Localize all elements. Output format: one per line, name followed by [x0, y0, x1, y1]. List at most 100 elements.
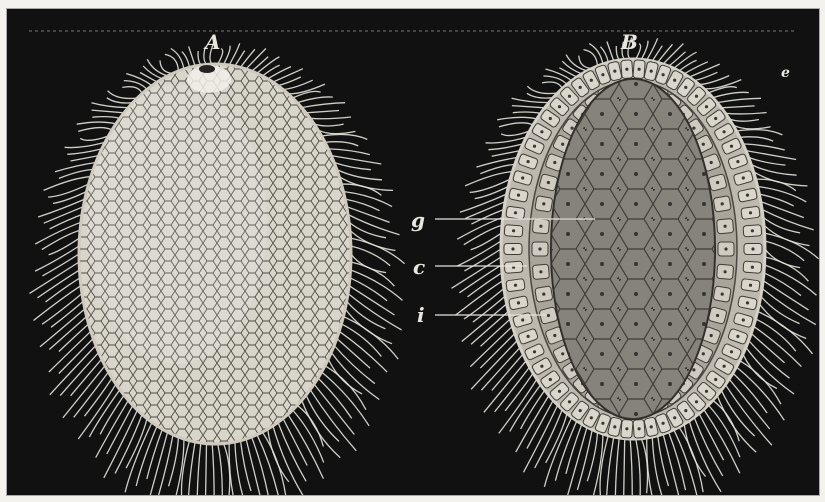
cell-nucleus: [561, 352, 564, 355]
cilium: [462, 304, 507, 342]
cilium: [78, 128, 112, 132]
cilium: [465, 172, 512, 186]
cilium: [527, 86, 557, 93]
cell-nucleus: [705, 105, 708, 108]
cell-nucleus: [579, 409, 582, 412]
cell-nucleus: [601, 422, 604, 425]
cilium: [512, 106, 545, 108]
cilium: [165, 54, 179, 71]
cilium: [71, 156, 99, 161]
cilium: [325, 142, 358, 146]
cilium: [67, 149, 101, 154]
cilium: [59, 339, 93, 374]
cilium: [736, 130, 782, 135]
cilium: [34, 286, 81, 321]
panel-label-a: A: [203, 30, 221, 54]
cell-nucleus: [558, 390, 561, 393]
cilium: [499, 123, 533, 127]
cell-nucleus: [553, 334, 556, 337]
cilium: [334, 163, 371, 170]
cilium: [663, 44, 683, 64]
cell-nucleus: [650, 425, 653, 428]
cell-nucleus: [730, 145, 733, 148]
cilium: [140, 73, 157, 83]
cilium: [328, 359, 362, 394]
cilium: [466, 202, 506, 219]
cilium: [268, 429, 289, 482]
annotation-label-e: e: [781, 65, 790, 81]
cell-nucleus: [702, 143, 705, 146]
cell-nucleus: [714, 117, 717, 120]
cell-nucleus: [650, 70, 653, 73]
larva-b-section: [501, 59, 765, 439]
cilium: [314, 124, 344, 126]
cilium: [77, 122, 116, 124]
cell-nucleus: [746, 301, 749, 304]
cilium: [125, 422, 152, 492]
cell-nucleus: [702, 352, 705, 355]
cell-nucleus: [540, 130, 543, 133]
cell-nucleus: [710, 334, 713, 337]
cilium: [147, 59, 167, 76]
cilium: [729, 119, 759, 121]
cilium: [268, 67, 291, 79]
cilium: [615, 438, 619, 496]
cilium: [197, 443, 201, 496]
cell-nucleus: [662, 422, 665, 425]
cell-nucleus: [521, 176, 524, 179]
cell-nucleus: [601, 73, 604, 76]
cell-nucleus: [549, 378, 552, 381]
annotation-label-c: c: [413, 255, 425, 279]
cell-nucleus: [751, 266, 754, 269]
cell-nucleus: [539, 270, 542, 273]
cilium: [252, 57, 269, 71]
annotation-e: e: [781, 65, 790, 81]
cilium: [471, 312, 508, 345]
cilium: [206, 444, 207, 496]
cell-nucleus: [721, 293, 724, 296]
cell-nucleus: [514, 284, 517, 287]
cilium: [471, 341, 517, 390]
cell-nucleus: [517, 301, 520, 304]
cell-nucleus: [673, 79, 676, 82]
cilium: [74, 372, 109, 417]
cell-nucleus: [751, 229, 754, 232]
cilium: [481, 347, 520, 390]
cilium: [579, 56, 592, 69]
cell-nucleus: [539, 225, 542, 228]
cell-nucleus: [517, 194, 520, 197]
cilium: [345, 199, 379, 211]
cilium: [464, 225, 502, 245]
cell-nucleus: [638, 68, 641, 71]
cell-nucleus: [579, 86, 582, 89]
cilium: [212, 444, 214, 496]
cell-nucleus: [724, 270, 727, 273]
cilium: [35, 222, 81, 244]
cilium: [501, 131, 529, 136]
cilium: [50, 215, 82, 229]
cell-nucleus: [673, 416, 676, 419]
cilium: [92, 117, 120, 119]
cilium: [740, 137, 773, 141]
cilium: [658, 436, 669, 486]
cilium: [288, 414, 324, 478]
cilium: [328, 149, 370, 155]
cilium: [606, 437, 614, 496]
cilium: [652, 437, 663, 496]
cell-nucleus: [547, 314, 550, 317]
cilium: [348, 215, 400, 235]
cilium: [89, 390, 120, 437]
cilium: [762, 210, 814, 230]
cilium: [486, 137, 527, 143]
cilium: [689, 64, 720, 77]
cilium: [566, 55, 587, 71]
cell-nucleus: [723, 365, 726, 368]
cilium: [492, 151, 520, 157]
cilium: [341, 324, 381, 357]
cilium: [273, 69, 303, 82]
cilium: [704, 409, 740, 473]
cilium: [218, 444, 223, 496]
cilium: [669, 432, 686, 490]
cilium: [314, 384, 354, 434]
cilium: [765, 257, 809, 281]
